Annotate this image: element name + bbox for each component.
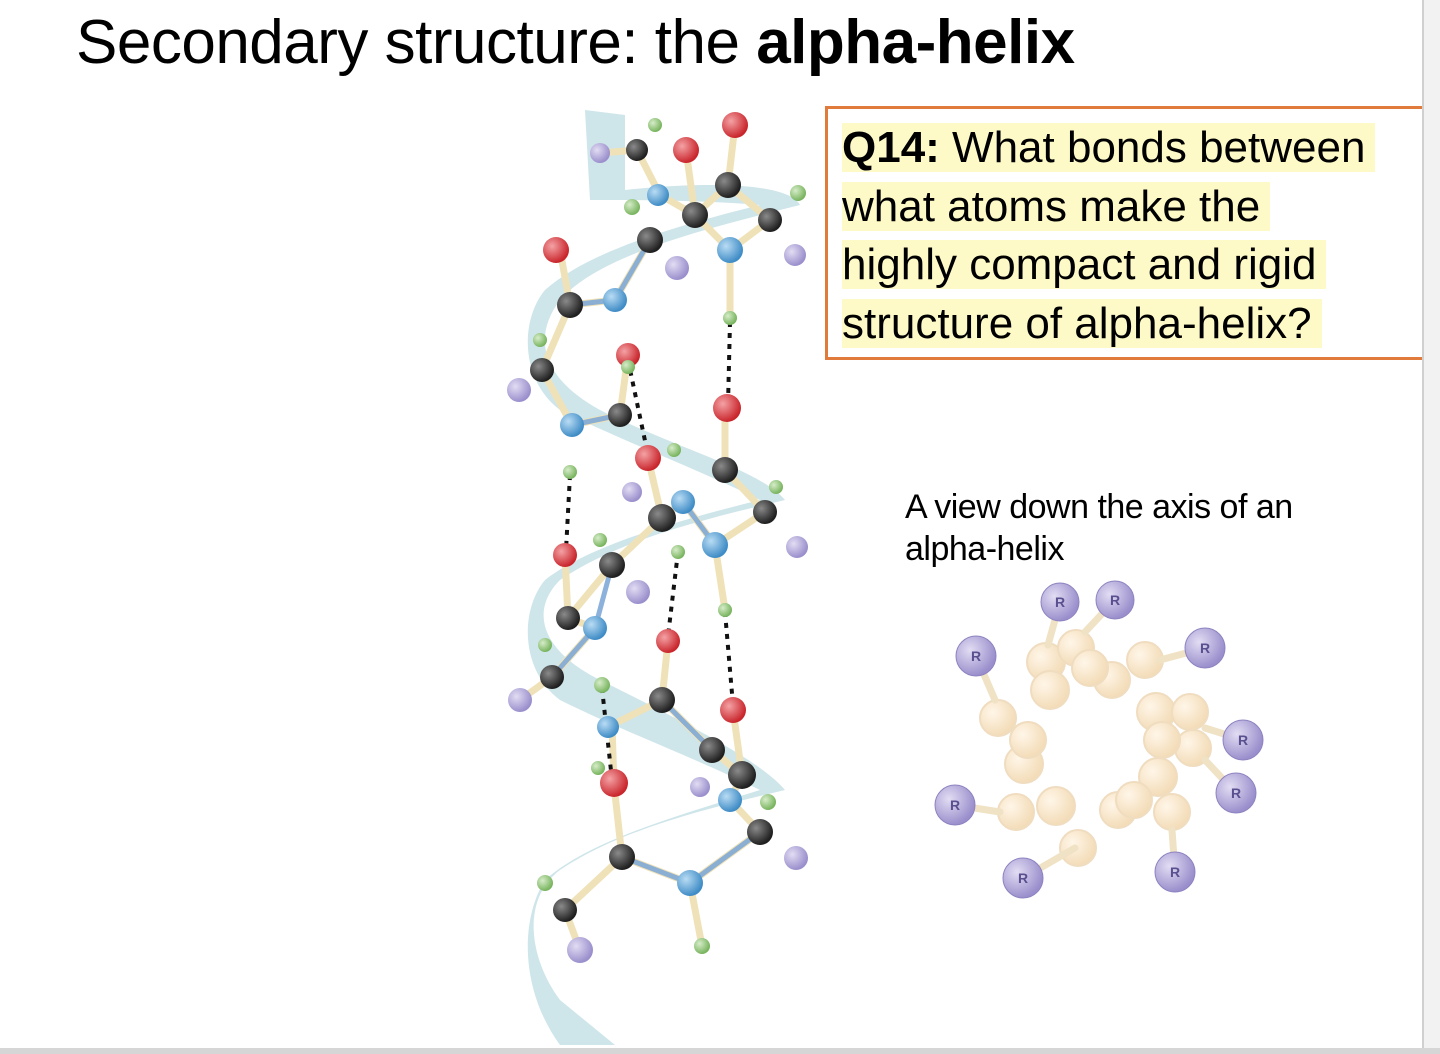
svg-text:R: R <box>1110 592 1120 608</box>
r-group-9: R <box>955 635 997 677</box>
title-bold-text: alpha-helix <box>756 8 1075 77</box>
svg-text:R: R <box>1200 640 1210 656</box>
slide-title: Secondary structure: the alpha-helix <box>76 6 1075 80</box>
r-group-atoms <box>507 143 808 963</box>
question-line-4: structure of alpha-helix? <box>842 295 1422 354</box>
question-line-3: highly compact and rigid <box>842 236 1422 295</box>
svg-text:R: R <box>950 797 960 813</box>
r-group-5: R <box>1215 772 1257 814</box>
helix-ribbon <box>527 110 800 1045</box>
r-group-7: R <box>1002 857 1044 899</box>
r-group-3: R <box>1184 627 1226 669</box>
r-group-8: R <box>934 784 976 826</box>
oxygen-atoms <box>543 112 748 797</box>
hydrogen-atoms <box>533 118 806 954</box>
svg-text:R: R <box>971 648 981 664</box>
atoms <box>507 112 808 963</box>
r-group-6: R <box>1154 851 1196 893</box>
question-line-2: what atoms make the <box>842 178 1422 237</box>
svg-text:R: R <box>1018 870 1028 886</box>
question-label: Q14: <box>842 123 940 172</box>
r-group-1: R <box>1040 582 1080 622</box>
question-text-3: highly compact and rigid <box>842 240 1327 289</box>
svg-text:R: R <box>1055 594 1065 610</box>
r-group-2: R <box>1095 580 1135 620</box>
question-text-2: what atoms make the <box>842 181 1271 231</box>
top-view-backbone <box>979 629 1212 867</box>
svg-text:R: R <box>1231 785 1241 801</box>
question-text-1: What bonds between <box>939 123 1366 172</box>
window-edge-bottom <box>0 1048 1440 1054</box>
svg-text:R: R <box>1170 864 1180 880</box>
svg-text:R: R <box>1238 732 1248 748</box>
question-text-4: structure of alpha-helix? <box>842 298 1322 348</box>
window-edge-right <box>1422 0 1440 1054</box>
question-line-1: Q14: What bonds between <box>842 119 1422 178</box>
title-text: Secondary structure: the <box>76 8 757 77</box>
r-group-4: R <box>1222 719 1264 761</box>
carbon-atoms <box>530 139 782 922</box>
nitrogen-atoms <box>560 184 743 896</box>
question-box: Q14: What bonds between what atoms make … <box>825 106 1422 360</box>
top-view-caption: A view down the axis of an alpha-helix <box>905 488 1293 568</box>
